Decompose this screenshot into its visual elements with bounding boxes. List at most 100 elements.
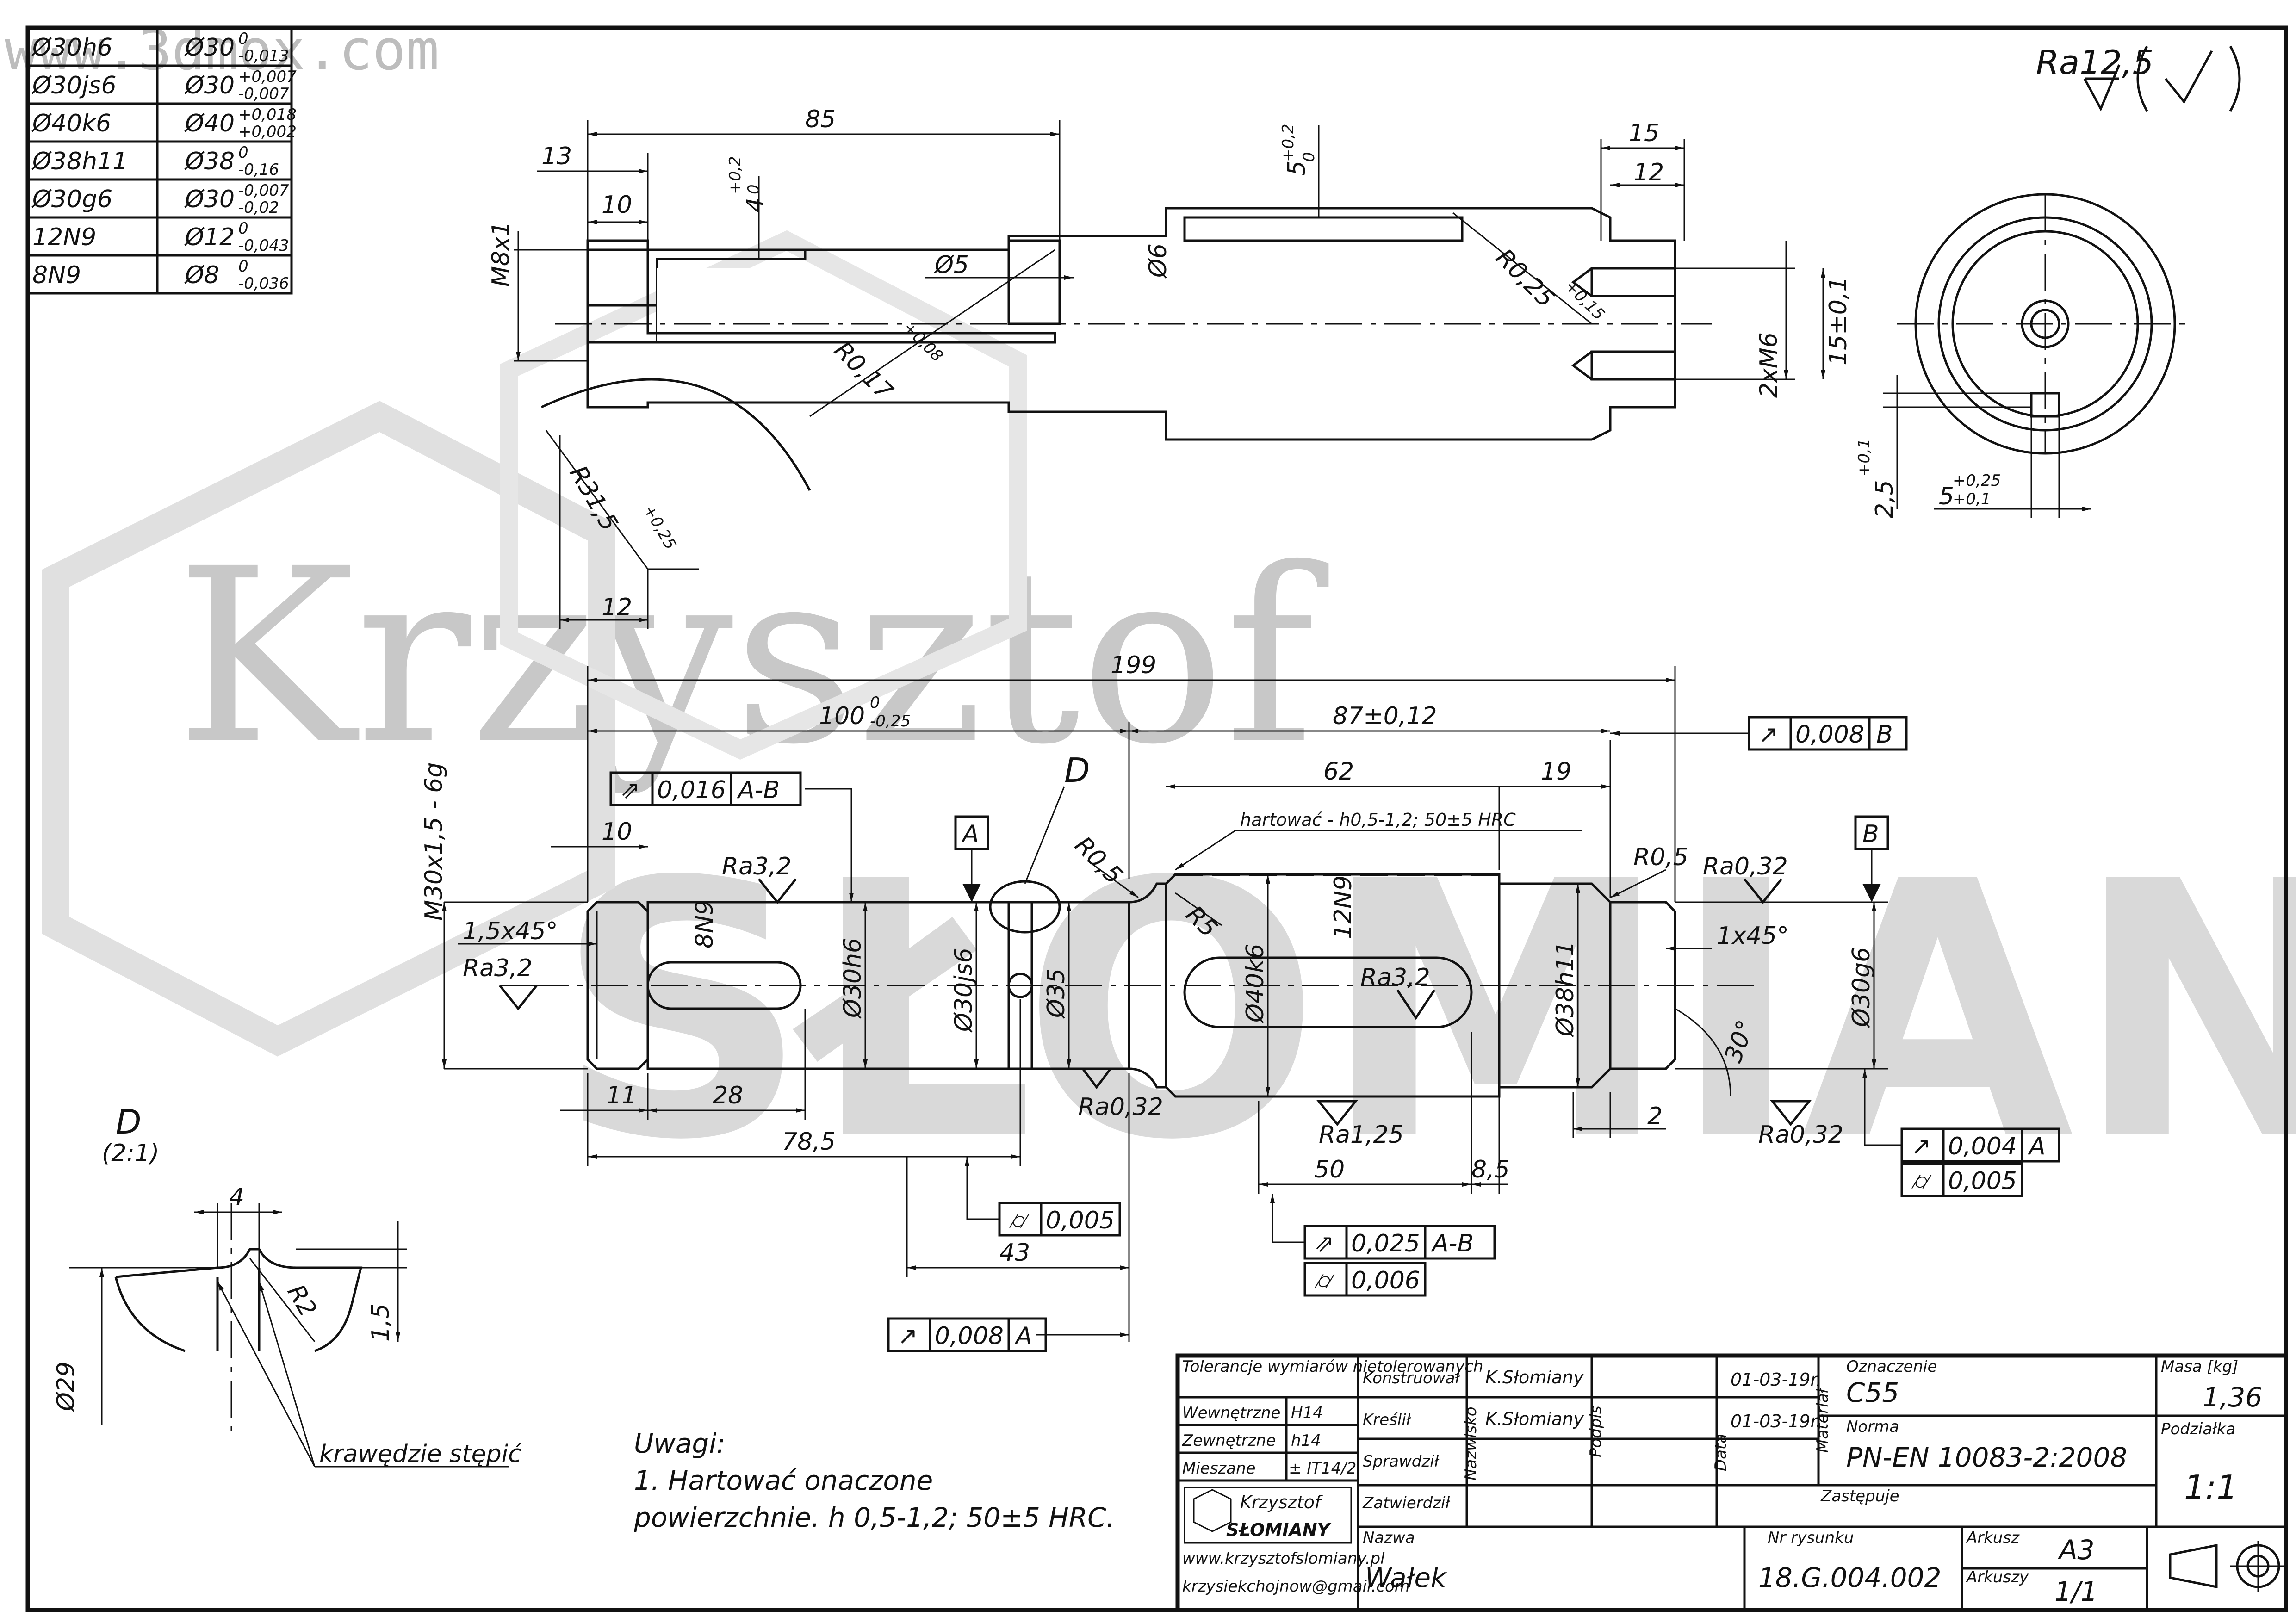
tol-up-4: -0,007 xyxy=(238,181,289,200)
gdt-symbol-icon: ↗ xyxy=(1911,1133,1931,1160)
svg-text:R2: R2 xyxy=(282,1280,322,1322)
svg-text:Ø30g6: Ø30g6 xyxy=(1848,947,1875,1028)
svg-text:4: 4 xyxy=(742,198,769,213)
svg-text:4: 4 xyxy=(229,1183,244,1211)
svg-text:2xM6: 2xM6 xyxy=(1755,332,1783,398)
svg-text:M8x1: M8x1 xyxy=(487,221,515,287)
svg-text:(2:1): (2:1) xyxy=(102,1140,159,1167)
svg-text:D: D xyxy=(116,1103,141,1141)
svg-text:1/1: 1/1 xyxy=(2054,1576,2097,1607)
svg-text:12N9: 12N9 xyxy=(1329,875,1357,939)
tol-val-6: Ø8 xyxy=(184,261,219,289)
svg-text:Zatwierdził: Zatwierdził xyxy=(1362,1494,1450,1512)
tol-up-3: 0 xyxy=(238,143,248,162)
svg-text:Zewnętrzne: Zewnętrzne xyxy=(1182,1431,1276,1450)
gdt-frame-4: ⌭0,005 xyxy=(965,1157,1121,1237)
svg-text:h14: h14 xyxy=(1291,1431,1321,1450)
svg-text:M30x1,5 - 6g: M30x1,5 - 6g xyxy=(420,762,448,921)
svg-text:Tolerancje wymiarów nietolerow: Tolerancje wymiarów nietolerowanych xyxy=(1182,1357,1483,1376)
svg-text:0: 0 xyxy=(870,694,880,712)
gdt-symbol-icon: ⇗ xyxy=(1314,1230,1334,1258)
svg-text:R0,5: R0,5 xyxy=(1633,843,1688,871)
tol-val-0: Ø30 xyxy=(184,34,235,62)
watermark-brand-bottom: SŁOMIANY xyxy=(555,808,2296,1217)
svg-text:powierzchnie. h 0,5-1,2; 50±5: powierzchnie. h 0,5-1,2; 50±5 HRC. xyxy=(633,1502,1115,1533)
tol-up-2: +0,018 xyxy=(238,105,297,124)
gdt-ref: A-B xyxy=(1431,1230,1474,1258)
svg-text:± IT14/2: ± IT14/2 xyxy=(1289,1459,1356,1478)
svg-text:Kreślił: Kreślił xyxy=(1363,1411,1411,1429)
svg-text:15±0,1: 15±0,1 xyxy=(1824,277,1852,365)
svg-text:Nazwisko: Nazwisko xyxy=(1462,1406,1480,1481)
svg-text:Nazwa: Nazwa xyxy=(1363,1529,1415,1547)
tol-lo-6: -0,036 xyxy=(238,274,289,293)
svg-text:Ø29: Ø29 xyxy=(52,1362,80,1412)
svg-text:Ra0,32: Ra0,32 xyxy=(1078,1093,1163,1121)
svg-text:H14: H14 xyxy=(1291,1404,1323,1422)
svg-text:PN-EN 10083-2:2008: PN-EN 10083-2:2008 xyxy=(1846,1442,2127,1473)
tol-up-6: 0 xyxy=(238,257,248,276)
svg-text:hartować - h0,5-1,2; 50±5 HRC: hartować - h0,5-1,2; 50±5 HRC xyxy=(1240,810,1516,830)
svg-text:Arkuszy: Arkuszy xyxy=(1966,1568,2029,1586)
svg-text:1x45°: 1x45° xyxy=(1717,922,1789,950)
svg-text:Materiał: Materiał xyxy=(1813,1388,1832,1453)
gdt-ref: B xyxy=(1876,721,1893,749)
svg-text:Zastępuje: Zastępuje xyxy=(1820,1487,1899,1505)
svg-text:Ø30js6: Ø30js6 xyxy=(950,948,978,1033)
svg-text:K.Słomiany: K.Słomiany xyxy=(1485,1367,1584,1388)
svg-text:Podpis: Podpis xyxy=(1587,1406,1605,1457)
svg-text:R0,17: R0,17 xyxy=(829,336,898,406)
gdt-value: 0,005 xyxy=(1046,1207,1115,1234)
gdt-value: 0,005 xyxy=(1948,1167,2017,1195)
gdt-ref: A xyxy=(2028,1133,2046,1160)
svg-text:78,5: 78,5 xyxy=(782,1128,836,1156)
svg-text:+0,25: +0,25 xyxy=(1953,471,2001,490)
tol-fit-1: Ø30js6 xyxy=(31,72,117,99)
svg-text:www.krzysztofslomiany.pl: www.krzysztofslomiany.pl xyxy=(1182,1549,1385,1568)
svg-text:13: 13 xyxy=(541,142,572,170)
svg-text:15: 15 xyxy=(1629,119,1659,147)
gdt-value: 0,025 xyxy=(1351,1230,1420,1258)
svg-text:Ra3,2: Ra3,2 xyxy=(463,954,533,982)
thread-end xyxy=(586,901,649,1070)
svg-text:8N9: 8N9 xyxy=(691,900,719,948)
tol-fit-3: Ø38h11 xyxy=(31,148,128,175)
svg-text:12: 12 xyxy=(1633,159,1664,186)
svg-text:0: 0 xyxy=(1300,152,1318,162)
tol-fit-5: 12N9 xyxy=(32,223,96,251)
general-roughness-label: Ra12,5 xyxy=(2036,43,2153,82)
svg-text:Konstruował: Konstruował xyxy=(1363,1369,1460,1388)
svg-text:1. Hartować onaczone: 1. Hartować onaczone xyxy=(634,1465,933,1496)
svg-text:2,5: 2,5 xyxy=(1871,480,1899,518)
tol-fit-2: Ø40k6 xyxy=(31,110,111,137)
watermark-brand-top: Krzysztof xyxy=(176,517,1330,797)
svg-text:Arkusz: Arkusz xyxy=(1966,1529,2020,1547)
gdt-value: 0,016 xyxy=(657,776,726,804)
svg-text:A: A xyxy=(961,820,979,848)
gdt-frame-2: ↗ 0,004 A xyxy=(1862,1069,2060,1163)
svg-text:A3: A3 xyxy=(2057,1534,2095,1566)
tol-val-3: Ø38 xyxy=(184,148,235,175)
svg-text:8,5: 8,5 xyxy=(1471,1156,1510,1183)
gdt-symbol-icon: ↗ xyxy=(1758,721,1779,749)
svg-text:Ø5: Ø5 xyxy=(934,251,969,279)
tol-lo-0: -0,013 xyxy=(238,47,289,65)
svg-text:Podziałka: Podziałka xyxy=(2161,1420,2235,1438)
end-view: 2,5 +0,1 5 +0,25 +0,1 xyxy=(1855,193,2193,518)
svg-text:Ra0,32: Ra0,32 xyxy=(1758,1121,1843,1149)
svg-text:SŁOMIANY: SŁOMIANY xyxy=(1226,1520,1332,1540)
gdt-ref: A xyxy=(1014,1322,1032,1350)
keyway-12n9 xyxy=(1183,956,1473,1028)
svg-text:Oznaczenie: Oznaczenie xyxy=(1846,1357,1937,1376)
gdt-value: 0,004 xyxy=(1948,1133,2017,1160)
svg-text:krawędzie stępić: krawędzie stępić xyxy=(319,1440,522,1468)
svg-text:Ra0,32: Ra0,32 xyxy=(1703,853,1788,880)
svg-text:19: 19 xyxy=(1541,758,1571,786)
tol-fit-0: Ø30h6 xyxy=(31,34,112,62)
tol-up-0: 0 xyxy=(238,30,248,48)
svg-text:Ra1,25: Ra1,25 xyxy=(1319,1121,1404,1149)
svg-text:01-03-19r.: 01-03-19r. xyxy=(1731,1411,1822,1431)
tol-fit-6: 8N9 xyxy=(32,261,81,289)
